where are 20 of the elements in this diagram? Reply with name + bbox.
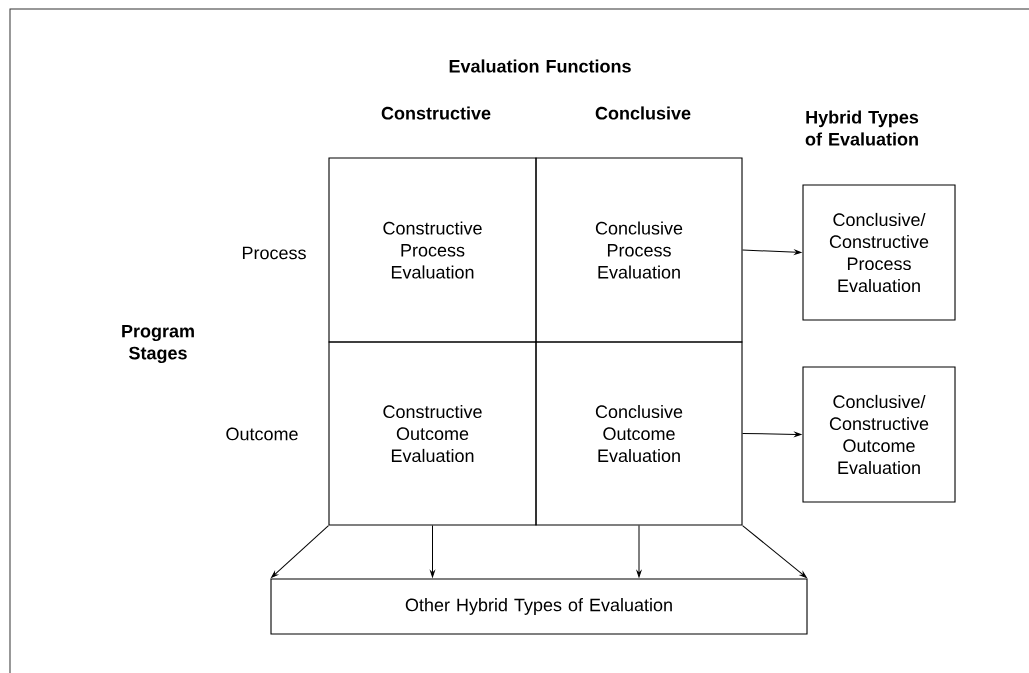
evaluation-box: Conclusive/ Constructive Outcome Evaluation (802, 366, 956, 503)
evaluation-box: Other Hybrid Types of Evaluation (270, 578, 808, 635)
arrow (636, 525, 642, 578)
evaluation-box: Conclusive/ Constructive Process Evaluation (802, 184, 956, 321)
heading: Conclusive (595, 106, 691, 120)
arrow (742, 249, 802, 255)
matrix-cell: Constructive Process Evaluation (328, 157, 537, 343)
row-label: Process (242, 246, 306, 260)
matrix-cell: Conclusive Outcome Evaluation (535, 341, 743, 526)
arrow (430, 525, 435, 578)
matrix-cell: Conclusive Process Evaluation (535, 157, 743, 343)
heading: Evaluation Functions (449, 59, 631, 73)
heading: Program Stages (122, 324, 194, 364)
matrix-cell: Constructive Outcome Evaluation (328, 341, 537, 526)
arrow (742, 431, 802, 437)
heading: Hybrid Types of Evaluation (805, 110, 919, 146)
heading: Constructive (381, 106, 491, 120)
row-label: Outcome (226, 427, 298, 441)
arrow (742, 525, 807, 578)
arrow (271, 525, 329, 578)
